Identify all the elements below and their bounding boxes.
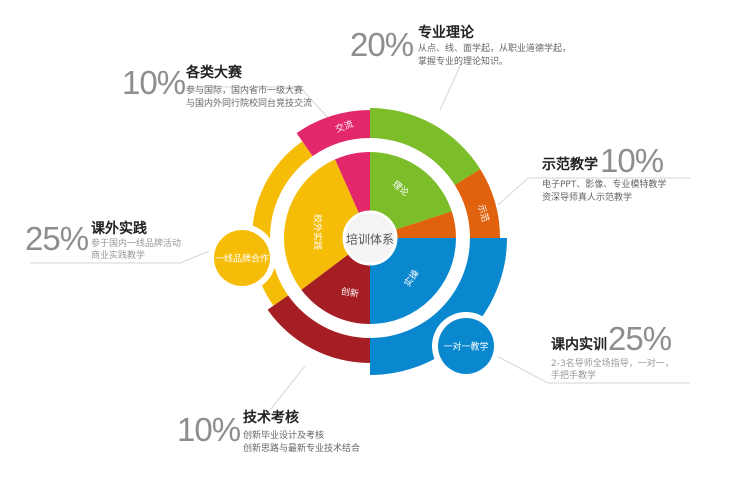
desc-line: 2-3名导师全场指导，一对一， [551, 359, 674, 369]
percent: 25% [608, 320, 672, 357]
desc-line: 从点、线、面学起，从职业道德学起， [418, 44, 572, 54]
percent: 20% [350, 26, 414, 63]
desc-line: 参于国内一线品牌活动 [91, 239, 182, 249]
line-extracurricular [30, 249, 213, 264]
bubbles [208, 224, 500, 380]
outer-segment-practice [370, 238, 507, 375]
inner-segment-theory [370, 152, 452, 238]
bubble-brand-cooperation: 一线品牌合作 [214, 254, 270, 265]
title: 专业理论 [418, 25, 474, 41]
inner-segment-innovation [301, 238, 370, 324]
outer-segment-exchange [296, 110, 370, 157]
percent: 10% [122, 64, 186, 101]
desc-line: 电子PPT、影像、专业模特教学 [542, 180, 667, 190]
desc-line: 创新思路与最新专业技术结合 [243, 444, 361, 454]
segment-label-extracurricular: 校外实践 [311, 213, 322, 251]
outer-segment-theory [370, 108, 481, 186]
center-label: 培训体系 [345, 232, 395, 247]
desc-line: 与国内外同行院校同台竞技交流 [186, 99, 313, 109]
line-competition [186, 86, 331, 121]
line-assessment [269, 365, 306, 411]
center-circle [342, 210, 398, 266]
inner-pie [284, 152, 456, 324]
title: 示范教学 [542, 157, 598, 173]
desc-line: 参与国际，国内省市一级大赛 [186, 86, 304, 96]
desc-line: 创新毕业设计及考核 [243, 431, 325, 441]
percent: 25% [25, 220, 89, 257]
connector-lines [30, 61, 690, 411]
bubble-one-on-one [438, 318, 494, 374]
title: 课内实训 [551, 337, 607, 353]
title: 各类大赛 [186, 65, 242, 81]
bubble-brand [214, 230, 270, 286]
title: 课外实践 [91, 221, 147, 237]
line-theory [439, 61, 463, 111]
outer-segment-innovation [267, 295, 370, 363]
title: 技术考核 [243, 410, 299, 426]
line-demo [497, 177, 690, 206]
percent: 10% [600, 142, 664, 179]
desc-line: 掌握专业的理论知识。 [418, 57, 509, 67]
desc-line: 手把手教学 [551, 371, 597, 381]
line-in-class [492, 353, 690, 384]
percent: 10% [177, 411, 241, 448]
inner-segment-extracurricular [284, 159, 370, 290]
desc-line: 资深导师真人示范教学 [542, 193, 633, 203]
bubble-one-on-one: 一对一教学 [443, 342, 489, 353]
outer-segment-demo [454, 169, 500, 238]
desc-line: 商业实践教学 [91, 251, 146, 261]
inner-segment-practice [370, 238, 456, 324]
